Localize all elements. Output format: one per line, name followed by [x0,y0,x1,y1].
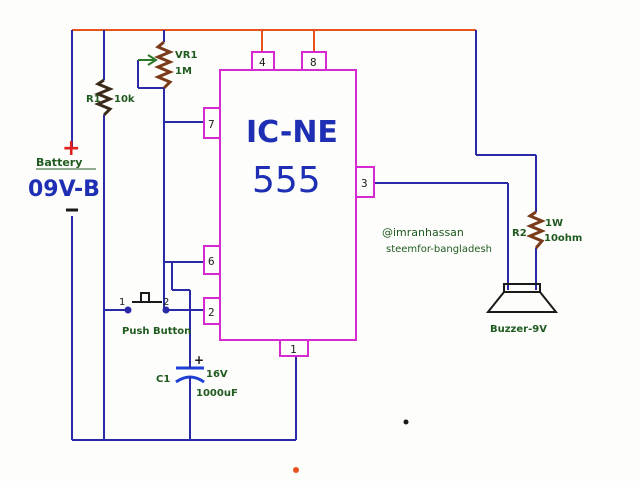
vr1-resistor [154,40,174,90]
battery-wires [71,30,105,440]
battery-label: Battery [36,156,82,169]
r2-resistor [526,210,546,249]
watermark-line-2: steemfor-bangladesh [386,244,492,255]
vr1-name: VR1 [175,50,197,61]
button-pin-2: 2 [163,297,169,308]
pin-1-box [279,339,309,357]
pin-6-label: 6 [208,255,215,268]
c1-capacitor [175,360,205,386]
pin-3-label: 3 [361,177,368,190]
r1-resistor [94,78,114,117]
button-label: Push Button [122,326,191,337]
pin-7-box [203,107,221,139]
vr1-wires [137,30,204,310]
output-wires [374,30,537,290]
pin-2-box [203,297,221,325]
battery-symbol [66,140,78,212]
stray-dot-black [403,419,409,425]
pin-6-box [203,245,221,275]
c1-name: C1 [156,374,170,385]
buzzer-label: Buzzer-9V [490,324,547,335]
r1-name: R1 [86,94,101,105]
c1-value-1: 16V [206,369,228,380]
ic-555 [203,51,375,357]
r2-value-1: 1W [545,218,563,229]
pin-7-label: 7 [208,118,215,131]
button-pin-1: 1 [119,297,125,308]
pin-8-label: 8 [310,56,317,69]
push-button-symbol[interactable] [104,292,190,314]
r1-value: 10k [114,94,135,105]
rail-drops [261,30,315,52]
stray-dot-orange [293,467,299,473]
vr1-value: 1M [175,66,192,77]
timing-wires [164,261,204,440]
ic-title: IC-NE [246,115,338,150]
c1-value-2: 1000uF [196,388,238,399]
vr1-wiper [138,54,158,66]
pin-2-label: 2 [208,306,215,319]
pin-8-box [301,51,327,71]
ic-number: 555 [252,160,321,201]
battery-voltage: 09V-B [28,177,100,202]
pin-4-box [251,51,275,71]
watermark-line-1: @imranhassan [382,226,464,239]
c1-plus: + [194,353,204,367]
pin-1-label: 1 [290,343,297,356]
pin-4-label: 4 [259,56,266,69]
pin-3-box [355,166,375,198]
battery-plus: + [62,136,80,161]
r2-name: R2 [512,228,527,239]
r2-value-2: 10ohm [544,233,582,244]
buzzer-symbol [485,283,559,313]
